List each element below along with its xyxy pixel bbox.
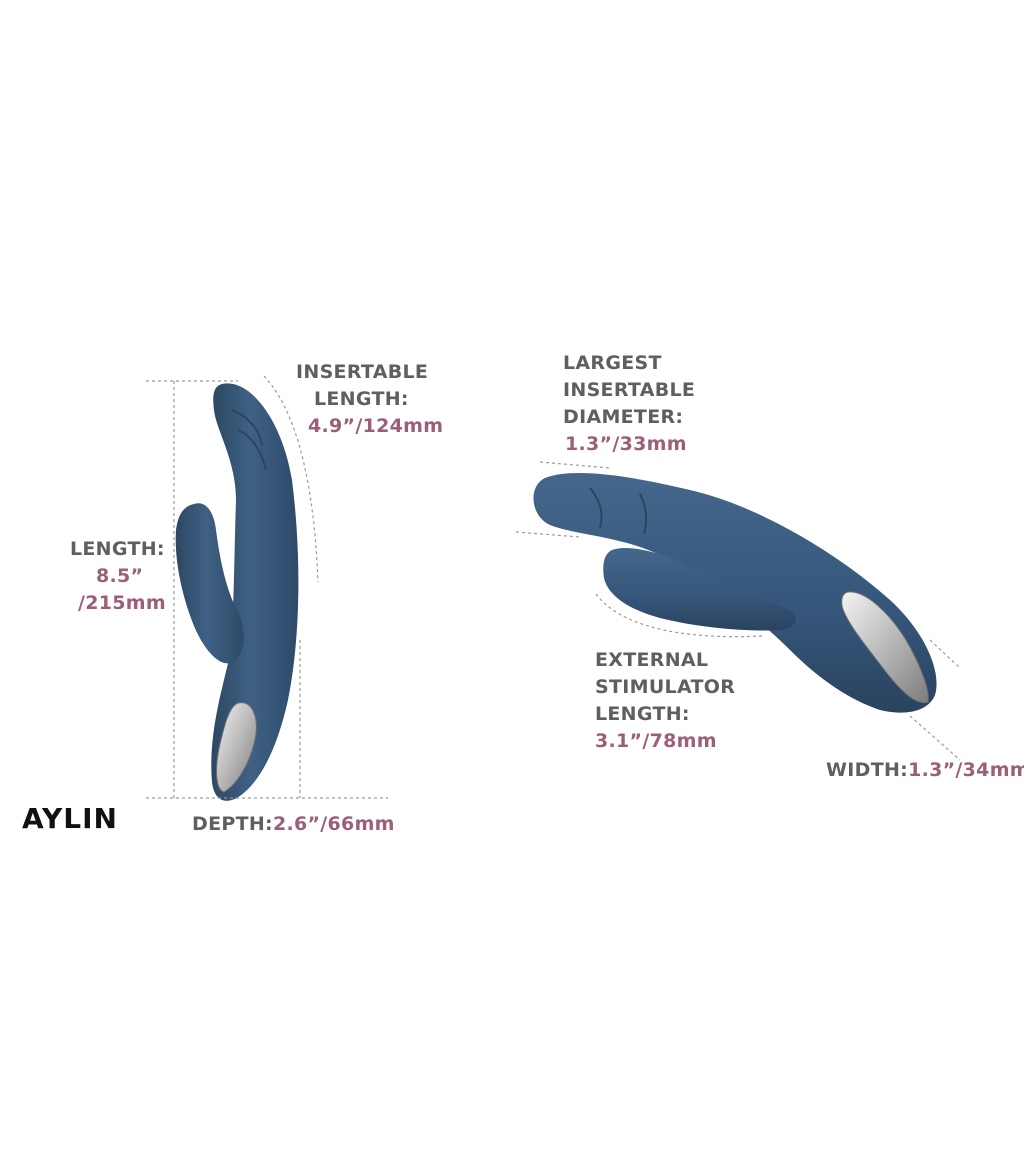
product-lying-image — [533, 473, 937, 713]
standing-chrome-button — [216, 702, 257, 793]
length-value-1: 8.5” — [96, 565, 144, 587]
insertable-length-label: INSERTABLE LENGTH: 4.9”/124mm — [296, 359, 443, 440]
lying-chrome-button — [841, 591, 929, 704]
width-value: 1.3”/34mm — [908, 759, 1024, 781]
largest-diameter-label: LARGEST INSERTABLE DIAMETER: 1.3”/33mm — [563, 350, 695, 458]
insertable-length-title-1: INSERTABLE — [296, 361, 429, 383]
external-stimulator-title-2: STIMULATOR — [595, 676, 736, 698]
product-name: AYLIN — [22, 802, 118, 835]
lying-clitoral-arm — [603, 547, 796, 631]
largest-diameter-title-2: INSERTABLE — [563, 379, 696, 401]
insertable-length-value: 4.9”/124mm — [308, 415, 444, 437]
guide-lines-left — [146, 375, 388, 800]
standing-main-shaft — [211, 383, 299, 801]
external-stimulator-title-3: LENGTH: — [595, 703, 690, 725]
insertable-length-title-2: LENGTH: — [314, 388, 409, 410]
external-stimulator-label: EXTERNAL STIMULATOR LENGTH: 3.1”/78mm — [595, 647, 735, 755]
width-title: WIDTH: — [826, 759, 909, 781]
depth-value: 2.6”/66mm — [272, 813, 395, 835]
guide-lines-right — [515, 461, 961, 761]
length-label: LENGTH: 8.5” /215mm — [70, 536, 166, 617]
length-value-2: /215mm — [78, 592, 166, 614]
largest-diameter-value: 1.3”/33mm — [565, 433, 687, 455]
width-label: WIDTH:1.3”/34mm — [826, 757, 1024, 784]
external-stimulator-value: 3.1”/78mm — [595, 730, 717, 752]
length-title: LENGTH: — [70, 538, 165, 560]
largest-diameter-title-3: DIAMETER: — [563, 406, 684, 428]
product-standing-image — [175, 383, 299, 801]
depth-label: DEPTH:2.6”/66mm — [192, 811, 395, 838]
depth-title: DEPTH: — [192, 813, 273, 835]
external-stimulator-title-1: EXTERNAL — [595, 649, 709, 671]
standing-clitoral-arm — [175, 503, 244, 664]
largest-diameter-title-1: LARGEST — [563, 352, 662, 374]
